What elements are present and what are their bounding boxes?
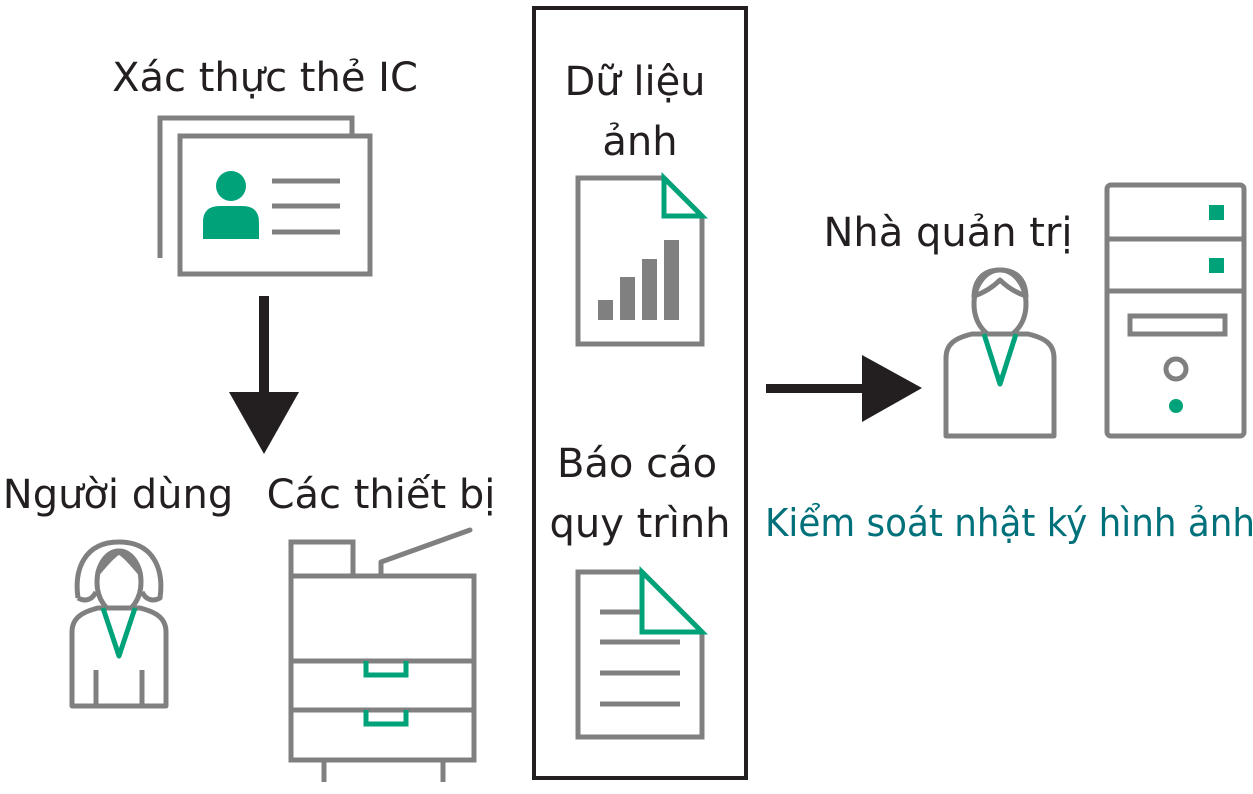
log-data-box [532, 6, 748, 780]
multifunction-printer-icon [288, 527, 477, 782]
chart-document-icon [575, 171, 709, 347]
person-icon [69, 539, 169, 709]
id-card-icon [157, 115, 373, 277]
process-report-label-line2: quy trình [549, 501, 730, 547]
admin-label: Nhà quản trị [823, 210, 1072, 256]
server-tower-icon [1104, 182, 1247, 439]
image-log-control-caption: Kiểm soát nhật ký hình ảnh [765, 501, 1253, 545]
arrow-right-icon [766, 355, 922, 422]
arrow-down-icon [229, 296, 299, 454]
person-icon [943, 267, 1057, 439]
process-report-label-line1: Báo cáo [557, 441, 717, 487]
ic-auth-label: Xác thực thẻ IC [112, 55, 418, 101]
image-data-label-line2: ảnh [602, 119, 677, 165]
text-document-icon [575, 565, 709, 740]
user-label: Người dùng [3, 472, 233, 518]
image-data-label-line1: Dữ liệu [564, 59, 705, 105]
devices-label: Các thiết bị [267, 472, 496, 518]
